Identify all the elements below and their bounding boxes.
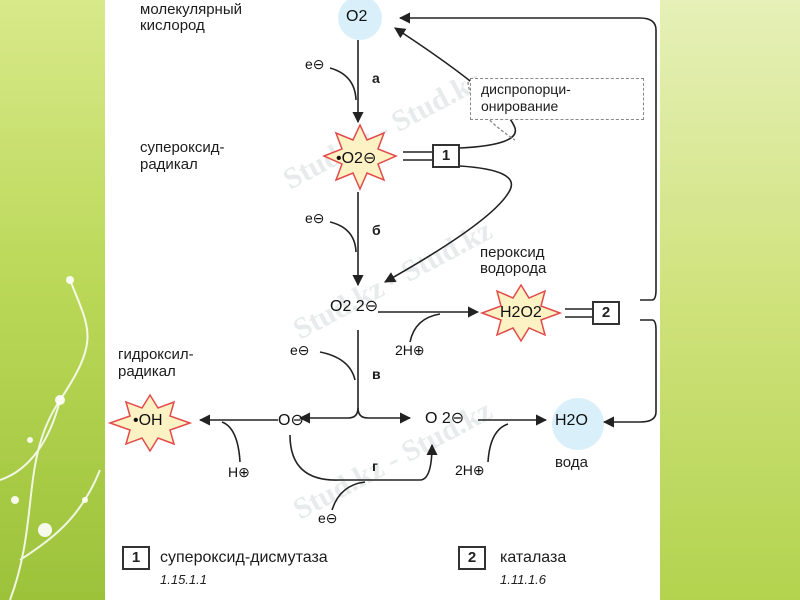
oh-star: [107, 393, 193, 453]
sod-to-o2-arrow: [394, 27, 517, 149]
oh-species: •OH: [133, 412, 163, 429]
proton-input-h: [221, 421, 241, 463]
enzyme-box-1: 1: [432, 144, 460, 168]
legend-box-1: 1: [122, 546, 150, 570]
o-minus-species: O⊖: [278, 412, 304, 429]
legend-box-2: 2: [458, 546, 486, 570]
step-b-label: б: [372, 222, 381, 238]
superoxide-species: •O2⊖: [336, 150, 377, 167]
arrow-step-v-right: [357, 407, 412, 424]
right-background-border: [660, 0, 800, 600]
dispro-label-box: диспропорци- онирование: [470, 78, 644, 120]
hydroxyl-label-2: радикал: [118, 363, 176, 380]
arrow-step-g: [289, 434, 438, 481]
dispro-label-line1: диспропорци-: [481, 81, 571, 97]
h2o2-species: H2O2: [500, 304, 542, 321]
molecular-oxygen-label-1: молекулярный: [140, 1, 242, 18]
legend-enzyme-2-name: каталаза: [500, 549, 567, 566]
catalase-to-water-arrow: [602, 319, 657, 428]
superoxide-label-1: супероксид-: [140, 139, 225, 156]
enzyme-links: [403, 151, 592, 318]
h2o2-star: [479, 283, 563, 343]
electron-input-b: [329, 221, 357, 253]
proton-label-1: 2H⊕: [395, 342, 425, 358]
proton-input-1: [409, 313, 441, 343]
legend-enzyme-1-name: супероксид-дисмутаза: [160, 549, 328, 566]
superoxide-label-2: радикал: [140, 156, 198, 173]
proton-label-2: 2H⊕: [455, 462, 485, 478]
peroxide-label-2: водорода: [480, 260, 547, 277]
o2-species: O2: [346, 8, 368, 25]
o2-glow: [338, 0, 382, 40]
left-background-border: [0, 0, 105, 601]
electron-a-label: e⊖: [305, 56, 325, 72]
watermark: Stud.kz - Stud.kz Stud.kz - Stud.kz Stud…: [278, 64, 498, 526]
enzyme-box-2: 2: [592, 301, 620, 325]
superoxide-star: [322, 123, 398, 191]
peroxide-label-1: пероксид: [480, 244, 545, 261]
h2o-species: H2O: [555, 412, 588, 429]
dispro-label-line2: онирование: [481, 98, 559, 114]
floral-decoration: [0, 276, 101, 601]
proton-input-2: [487, 423, 509, 463]
watermark-text-2: Stud.kz - Stud.kz: [288, 214, 498, 346]
proton-label-h: H⊕: [228, 464, 250, 480]
catalase-to-o2-arrow: [398, 12, 657, 301]
legend-enzyme-2-ec: 1.11.1.6: [500, 572, 547, 587]
watermark-text-3: Stud.kz - Stud.kz: [288, 394, 498, 526]
molecular-oxygen-label-2: кислород: [140, 17, 205, 34]
water-label: вода: [555, 454, 588, 471]
h2o-glow: [552, 398, 604, 450]
hydroxyl-label-1: гидроксил-: [118, 346, 194, 363]
legend-enzyme-1-ec: 1.15.1.1: [160, 572, 207, 587]
electron-input-v: [319, 351, 356, 381]
step-g-label: г: [372, 458, 378, 474]
peroxide-ion-species: O2 2⊖: [330, 298, 379, 315]
electron-b-label: e⊖: [305, 210, 325, 226]
o-2minus-species: O 2⊖: [425, 410, 465, 427]
step-v-label: в: [372, 366, 381, 382]
sod-to-peroxide-arrow: [384, 165, 513, 283]
electron-v-label: e⊖: [290, 342, 310, 358]
electron-g-label: e⊖: [318, 510, 338, 526]
electron-input-g: [331, 481, 366, 511]
step-a-label: а: [372, 70, 380, 86]
electron-input-a: [329, 67, 357, 101]
